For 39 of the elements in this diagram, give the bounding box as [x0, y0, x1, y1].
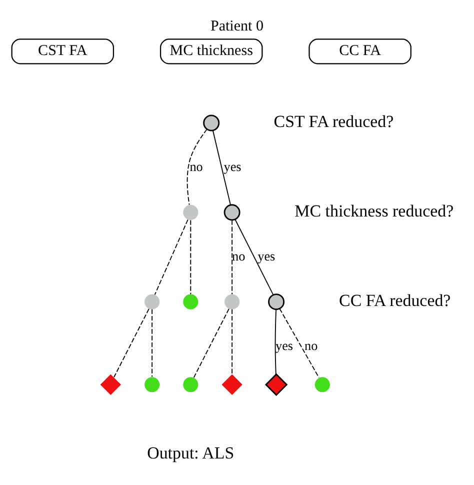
node-circle: [203, 114, 220, 131]
connector: [212, 130, 231, 205]
node-diamond: [264, 372, 288, 396]
node-circle: [268, 293, 285, 310]
node-circle: [144, 294, 160, 309]
node-box: MC thickness: [160, 38, 263, 64]
node-diamond: [100, 374, 121, 394]
connector: [193, 308, 230, 378]
node-label: CC FA reduced?: [339, 290, 451, 310]
edge-label: yes: [224, 158, 242, 174]
node-circle: [144, 376, 160, 392]
connector: [279, 308, 320, 378]
edge-label: no: [232, 248, 246, 264]
connector: [232, 219, 233, 294]
node-circle: [224, 294, 240, 309]
node-circle: [224, 204, 240, 220]
node-label: MC thickness reduced?: [294, 201, 454, 220]
node-circle: [183, 376, 198, 392]
connector: [234, 218, 274, 295]
edge-label: no: [190, 158, 203, 174]
node-circle: [183, 204, 198, 220]
connector: [190, 219, 192, 294]
edge-label: yes: [276, 338, 294, 353]
edge-label: no: [304, 338, 318, 353]
connector: [154, 218, 188, 295]
node-box: CC FA: [308, 38, 412, 64]
node-box: CST FA: [11, 38, 114, 64]
node-label: CST FA reduced?: [274, 112, 394, 131]
connector: [186, 128, 208, 205]
caption: Output: ALS: [147, 442, 234, 462]
connector: [152, 308, 153, 377]
node-circle: [314, 376, 330, 392]
diagram-title: Patient 0: [210, 18, 264, 34]
node-circle: [183, 294, 198, 309]
connector: [114, 308, 150, 378]
connector: [274, 308, 276, 374]
connector: [232, 308, 233, 374]
edge-label: yes: [258, 248, 276, 264]
node-diamond: [222, 374, 242, 394]
